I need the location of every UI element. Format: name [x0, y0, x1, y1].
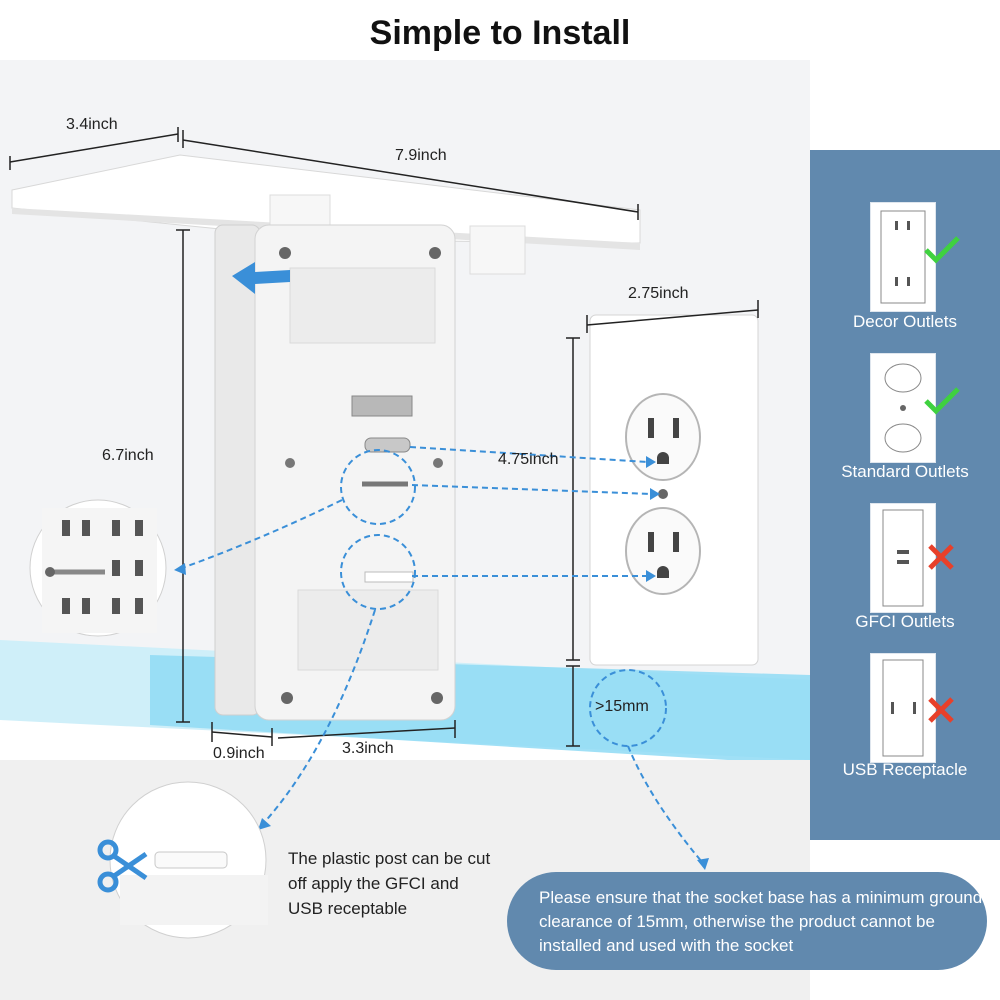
check-icon	[924, 387, 960, 415]
dim-height: 6.7inch	[102, 447, 154, 464]
dim-shelf-width: 7.9inch	[395, 147, 447, 164]
zoom-post-detail	[109, 781, 268, 939]
shelf-top	[11, 154, 641, 275]
post-cut-note: The plastic post can be cut off apply th…	[288, 849, 491, 918]
zoom-outlet-detail	[29, 499, 167, 637]
dim-base-depth: 0.9inch	[213, 745, 265, 762]
gfci-outlet-card	[870, 503, 936, 613]
dim-shelf-depth: 3.4inch	[66, 116, 118, 133]
arrow-icon	[232, 262, 290, 294]
label-gfci-outlets: GFCI Outlets	[855, 612, 955, 631]
page-title: Simple to Install	[369, 14, 631, 52]
label-usb-receptacle: USB Receptacle	[842, 760, 968, 779]
label-decor-outlets: Decor Outlets	[853, 312, 957, 331]
dim-plate-width: 2.75inch	[628, 285, 689, 302]
outlet-extender-body	[214, 224, 456, 721]
cross-icon	[928, 697, 954, 723]
usb-receptacle-card	[870, 653, 936, 763]
check-icon	[924, 236, 960, 264]
wall-plate	[589, 314, 759, 666]
cross-icon	[928, 544, 954, 570]
dim-base-width: 3.3inch	[342, 740, 394, 757]
label-standard-outlets: Standard Outlets	[841, 462, 969, 481]
standard-outlet-card	[870, 353, 936, 463]
scissors-icon	[97, 839, 148, 893]
guide-lines	[181, 446, 703, 863]
compatibility-panel: Decor Outlets Standard Outlets GFCI Outl…	[810, 150, 1000, 840]
dim-outlet-spacing: 4.75inch	[498, 451, 559, 468]
clearance-note: Please ensure that the socket base has a…	[507, 872, 987, 970]
decor-outlet-card	[870, 202, 936, 312]
dim-ground-clearance: >15mm	[595, 698, 649, 715]
